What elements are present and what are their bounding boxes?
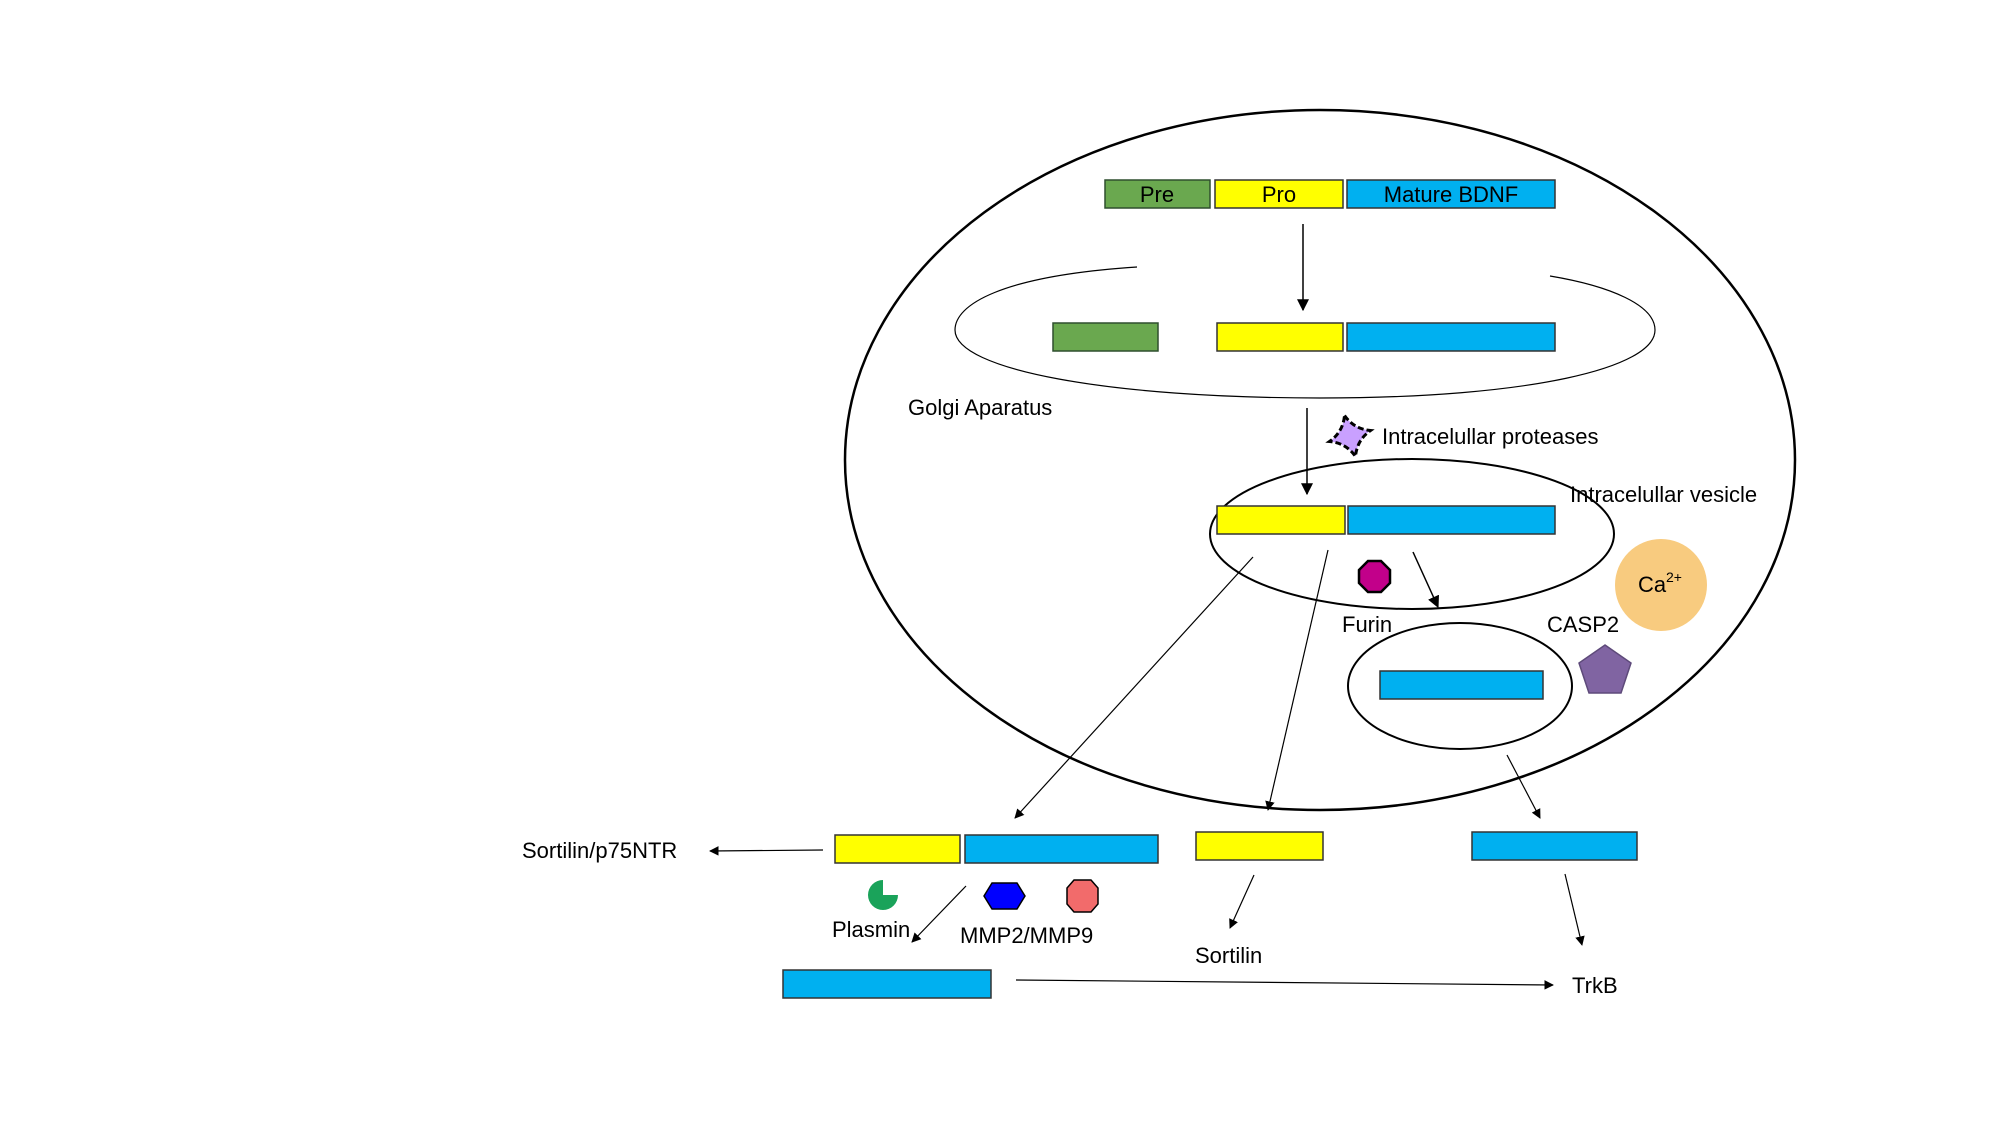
cell-membrane <box>843 108 1797 812</box>
furin-label: Furin <box>1342 612 1392 637</box>
mmp9-icon <box>1066 879 1099 913</box>
sortilin-label: Sortilin <box>1195 943 1262 968</box>
golgi-label: Golgi Aparatus <box>908 395 1052 420</box>
mmp2-icon <box>983 882 1026 910</box>
small-vesicle-mature-domain <box>1379 670 1544 700</box>
golgi-apparatus-outline <box>954 266 1656 399</box>
plasmin-icon <box>868 880 898 910</box>
arrow-to-released-probdnf <box>1014 556 1254 819</box>
released-pro-domain <box>834 834 961 864</box>
arrow-to-small-vesicle <box>1412 551 1439 609</box>
calcium-ion-label: Ca <box>1638 572 1667 597</box>
intracellular-protease-icon <box>1325 411 1375 461</box>
arrow-mature-to-trkb <box>1564 873 1585 946</box>
arrow-protease-cleavage <box>911 885 967 943</box>
released-prodomain <box>1195 831 1324 861</box>
pre-domain-label: Pre <box>1140 182 1174 207</box>
casp2-icon <box>1578 644 1632 694</box>
arrow-prodomain-to-sortilin <box>1229 874 1255 929</box>
golgi-mature-domain <box>1346 322 1556 352</box>
furin-icon <box>1357 559 1392 594</box>
pro-domain <box>1214 179 1344 209</box>
intracellular-vesicle <box>1209 458 1615 610</box>
golgi-pro-domain <box>1216 322 1344 352</box>
intracellular-vesicle-label: Intracelullar vesicle <box>1570 482 1757 507</box>
arrow-to-released-mature-bdnf <box>1506 754 1541 819</box>
released-mature-domain <box>964 834 1159 864</box>
mature-bdnf-domain-label: Mature BDNF <box>1384 182 1518 207</box>
sortilin-p75ntr-label: Sortilin/p75NTR <box>522 838 677 863</box>
vesicle-pro-domain <box>1216 505 1346 535</box>
pre-pro-bdnf-precursor: Pre Pro Mature BDNF <box>1104 179 1556 209</box>
casp2-label: CASP2 <box>1547 612 1619 637</box>
arrow-mature-bdnf-to-trkb <box>1015 979 1554 990</box>
calcium-ion-icon <box>1615 539 1707 631</box>
small-vesicle <box>1347 622 1573 750</box>
mature-bdnf-domain <box>1346 179 1556 209</box>
arrow-to-released-prodomain <box>1265 549 1329 811</box>
extracellular-mature-bdnf <box>782 969 992 999</box>
calcium-charge-label: 2+ <box>1666 569 1682 585</box>
intracellular-proteases-label: Intracelullar proteases <box>1382 424 1598 449</box>
pre-domain <box>1104 179 1211 209</box>
plasmin-label: Plasmin <box>832 917 910 942</box>
released-mature-bdnf <box>1471 831 1638 861</box>
mmp2-mmp9-label: MMP2/MMP9 <box>960 923 1093 948</box>
golgi-pre-domain <box>1052 322 1159 352</box>
vesicle-mature-domain <box>1347 505 1556 535</box>
trkb-label: TrkB <box>1572 973 1618 998</box>
pro-domain-label: Pro <box>1262 182 1296 207</box>
arrow-to-sortilin-p75ntr <box>709 846 824 856</box>
